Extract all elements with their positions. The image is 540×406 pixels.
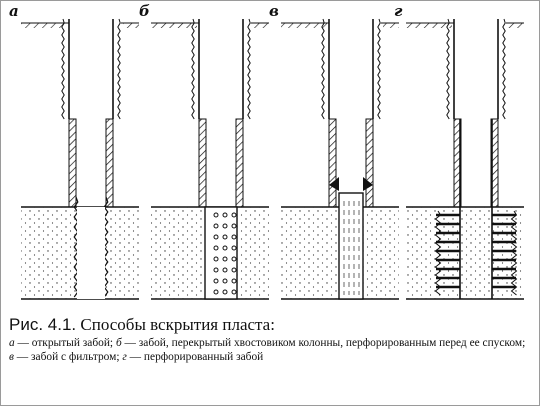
- panel-g: г: [394, 2, 524, 300]
- liner-hole: [231, 267, 237, 273]
- surface-right: [508, 23, 524, 28]
- packer-left: [329, 177, 339, 191]
- liner-hole: [222, 267, 228, 273]
- cement-ring: [68, 118, 77, 208]
- perforation-edge-right: [510, 210, 518, 296]
- liner-hole: [222, 212, 228, 218]
- liner-hole: [222, 223, 228, 229]
- liner-hole: [213, 212, 219, 218]
- legend-text-g: — перфорированный забой: [126, 350, 264, 363]
- liner-hole: [222, 256, 228, 262]
- liner-hole: [231, 245, 237, 251]
- borehole-wall: [191, 18, 195, 120]
- liner-hole: [213, 278, 219, 284]
- liner-hole: [231, 289, 237, 295]
- panel-v: в: [269, 2, 399, 300]
- panel-b: б: [139, 2, 269, 300]
- borehole-wall: [502, 18, 506, 120]
- borehole-wall: [321, 18, 325, 120]
- liner-hole: [213, 256, 219, 262]
- caption-title-line: Рис. 4.1. Способы вскрытия пласта:: [9, 315, 531, 335]
- packer-right: [363, 177, 373, 191]
- borehole-wall: [377, 18, 381, 120]
- liner-hole: [231, 256, 237, 262]
- liner-hole: [231, 234, 237, 240]
- liner-hole: [231, 223, 237, 229]
- caption-legend: а — открытый забой; б — забой, перекрыты…: [9, 337, 531, 364]
- borehole-wall: [61, 18, 65, 120]
- legend-text-a: — открытый забой;: [14, 337, 116, 349]
- open-hole: [77, 207, 105, 299]
- cement-ring: [453, 118, 462, 208]
- surface-right: [253, 23, 269, 28]
- liner-hole: [222, 289, 228, 295]
- surface-left: [21, 23, 67, 28]
- perforated-liner: [204, 206, 238, 300]
- open-hole-wall-left: [73, 196, 79, 298]
- figure-caption: Рис. 4.1. Способы вскрытия пласта: а — о…: [9, 315, 531, 364]
- well-completion-diagram: а б в г: [9, 2, 524, 300]
- borehole-wall: [446, 18, 450, 120]
- liner-hole: [213, 267, 219, 273]
- pay-zone: [406, 207, 524, 299]
- cement-ring: [105, 118, 114, 208]
- cement-ring: [328, 118, 337, 208]
- panel-letter-g: г: [394, 2, 403, 20]
- cement-ring: [490, 118, 499, 208]
- liner-hole: [213, 223, 219, 229]
- liner-hole: [222, 245, 228, 251]
- liner-hole: [231, 278, 237, 284]
- caption-label: Рис. 4.1.: [9, 315, 77, 334]
- surface-right: [123, 23, 139, 28]
- surface-right: [383, 23, 399, 28]
- panel-letter-a: а: [9, 2, 19, 20]
- liner-hole: [213, 234, 219, 240]
- surface-left: [406, 23, 452, 28]
- cement-ring: [198, 118, 207, 208]
- caption-title: Способы вскрытия пласта:: [80, 315, 275, 334]
- liner-hole: [213, 245, 219, 251]
- legend-letter-b: б: [115, 337, 122, 349]
- borehole-wall: [247, 18, 251, 120]
- legend-letter-g: г: [122, 350, 127, 363]
- panel-letter-v: в: [269, 2, 279, 20]
- cement-ring: [235, 118, 244, 208]
- panel-a: а: [9, 2, 139, 300]
- surface-left: [151, 23, 197, 28]
- perforation-edge-left: [434, 210, 442, 296]
- legend-text-b: — забой, перекрытый хвостовиком колонны,…: [121, 337, 526, 349]
- liner-hole: [222, 234, 228, 240]
- liner-hole: [222, 278, 228, 284]
- panel-letter-b: б: [139, 2, 150, 20]
- borehole-wall: [117, 18, 121, 120]
- cement-ring: [365, 118, 374, 208]
- legend-letter-v: в: [9, 350, 14, 363]
- liner-hole: [231, 212, 237, 218]
- surface-left: [281, 23, 327, 28]
- liner-hole: [213, 289, 219, 295]
- legend-letter-a: а: [9, 337, 15, 349]
- legend-text-v: — забой с фильтром;: [13, 350, 123, 363]
